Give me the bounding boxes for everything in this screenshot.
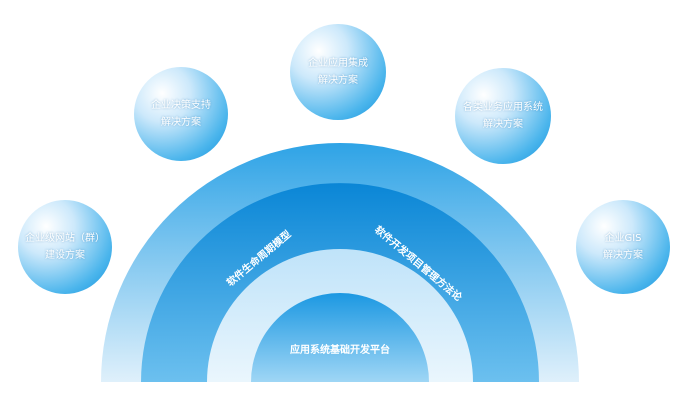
- bubble-label-line1: 企业级网站（群）: [25, 233, 105, 244]
- core-label: 应用系统基础开发平台: [290, 345, 390, 356]
- bubble-label-line1: 企业GIS: [604, 233, 642, 244]
- bubble-label-line1: 企业应用集成: [308, 58, 368, 69]
- bubble-label-line2: 解决方案: [318, 75, 358, 86]
- bubble-enterprise-gis: 企业GIS 解决方案: [576, 200, 670, 294]
- bubble-label-line2: 解决方案: [161, 117, 201, 128]
- bubble-label-line1: 企业决策支持: [151, 100, 211, 111]
- bubble-label-line1: 各类业务应用系统: [463, 102, 543, 113]
- bubble-label-line2: 解决方案: [603, 250, 643, 261]
- bubble-app-integration: 企业应用集成 解决方案: [290, 24, 386, 120]
- bubble-enterprise-website: 企业级网站（群） 建设方案: [18, 200, 112, 294]
- bubble-decision-support: 企业决策支持 解决方案: [134, 67, 228, 161]
- bubble-business-apps: 各类业务应用系统 解决方案: [455, 68, 551, 164]
- bubble-label-line2: 解决方案: [483, 119, 523, 130]
- core-arc: [251, 293, 429, 382]
- bubble-label-line2: 建设方案: [45, 250, 85, 261]
